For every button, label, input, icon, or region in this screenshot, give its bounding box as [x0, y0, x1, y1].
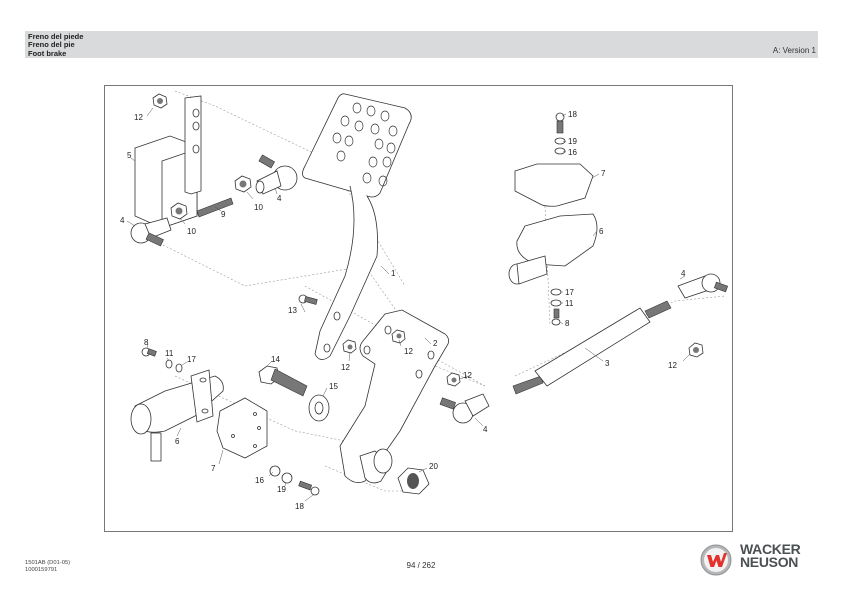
callout-3: 3: [605, 359, 610, 368]
part-17-washer: [550, 288, 562, 296]
part-8-screw: [141, 347, 157, 357]
part-11-washer: [550, 299, 562, 307]
doc-code: 1501AB (D01-05): [25, 560, 71, 566]
callout-16: 16: [568, 148, 577, 157]
callout-14: 14: [271, 355, 280, 364]
callout-2: 2: [433, 339, 438, 348]
callout-1: 1: [391, 269, 396, 278]
part-16-washer: [269, 465, 281, 477]
doc-number: 1000159791: [25, 566, 58, 573]
callout-8: 8: [144, 338, 149, 347]
part-7-plate: [216, 397, 268, 459]
callout-11: 11: [165, 349, 174, 358]
version-label: A: Version 1: [772, 46, 816, 55]
callout-4: 4: [120, 216, 125, 225]
brand-line-1: WACKER: [740, 541, 801, 557]
callout-19: 19: [568, 137, 577, 146]
part-4-ball-joint: [130, 217, 172, 247]
callout-4: 4: [681, 269, 686, 278]
part-12-nut: [688, 342, 704, 358]
part-14-bolt: [258, 365, 308, 397]
part-6-housing: [130, 369, 224, 462]
callout-9: 9: [221, 210, 226, 219]
callout-17: 17: [187, 355, 196, 364]
page-number: 94 / 262: [406, 561, 436, 570]
part-16-washer: [554, 147, 566, 155]
part-10-nut: [170, 202, 188, 220]
part-10-nut: [234, 175, 252, 193]
title-italian: Freno del piede: [28, 32, 84, 41]
section-titles: Freno del piede Freno del pie Foot brake: [28, 32, 84, 58]
title-english: Foot brake: [28, 48, 67, 58]
callout-13: 13: [288, 306, 297, 315]
page-header: Freno del piede Freno del pie Foot brake…: [25, 31, 818, 58]
part-6-housing: [508, 213, 598, 285]
callout-20: 20: [429, 462, 438, 471]
part-1-pedal: [302, 93, 412, 360]
part-8-screw: [551, 308, 561, 326]
callout-19: 19: [277, 485, 286, 494]
callout-4: 4: [277, 194, 282, 203]
callout-6: 6: [175, 437, 180, 446]
callout-12: 12: [134, 113, 143, 122]
callout-10: 10: [254, 203, 263, 212]
part-2-lever: [339, 309, 449, 484]
callout-12: 12: [668, 361, 677, 370]
part-9-threaded-rod: [196, 197, 234, 218]
callout-6: 6: [599, 227, 604, 236]
callout-18: 18: [568, 110, 577, 119]
callout-4: 4: [483, 425, 488, 434]
part-18-bolt: [298, 480, 320, 496]
part-15-washer: [308, 394, 330, 422]
callout-8: 8: [565, 319, 570, 328]
wacker-neuson-logo-icon: [700, 544, 732, 576]
callout-16: 16: [255, 476, 264, 485]
part-7-plate: [514, 163, 594, 207]
leader-lines: [126, 107, 691, 502]
title-spanish: Freno del pie: [28, 40, 75, 50]
part-11-washer: [165, 359, 173, 369]
part-12-nut: [152, 93, 168, 109]
brand-line-2: NEUSON: [740, 553, 799, 570]
assembly-line: [514, 295, 726, 377]
part-4-ball-joint: [439, 393, 490, 424]
part-12-nut: [446, 372, 461, 387]
part-4-ball-joint: [677, 273, 729, 299]
part-19-washer: [281, 472, 293, 484]
part-20-nut: [397, 467, 430, 495]
part-5-block: [134, 95, 202, 229]
part-13-bolt: [298, 294, 318, 305]
exploded-diagram-frame: 12 5 4 10 9 10 4 1 18 19 16 7 6 17 11 8 …: [104, 85, 733, 532]
part-19-washer: [554, 137, 566, 145]
callout-17: 17: [565, 288, 574, 297]
exploded-diagram: 12 5 4 10 9 10 4 1 18 19 16 7 6 17 11 8 …: [120, 90, 729, 511]
callout-10: 10: [187, 227, 196, 236]
part-12-nut: [342, 339, 357, 354]
callout-12: 12: [341, 363, 350, 372]
callout-12: 12: [463, 371, 472, 380]
callout-11: 11: [565, 299, 574, 308]
part-12-nut: [391, 329, 406, 344]
callout-12: 12: [404, 347, 413, 356]
part-17-washer: [175, 363, 183, 373]
part-3-tube: [512, 300, 672, 395]
part-18-bolt: [555, 112, 565, 134]
callout-7: 7: [211, 464, 216, 473]
callout-18: 18: [295, 502, 304, 511]
callout-5: 5: [127, 151, 132, 160]
document-codes: 1501AB (D01-05) 1000159791: [25, 560, 70, 573]
callout-15: 15: [329, 382, 338, 391]
part-4-ball-joint: [255, 154, 298, 195]
brand-wordmark: WACKER NEUSON: [740, 541, 801, 570]
callout-7: 7: [601, 169, 606, 178]
